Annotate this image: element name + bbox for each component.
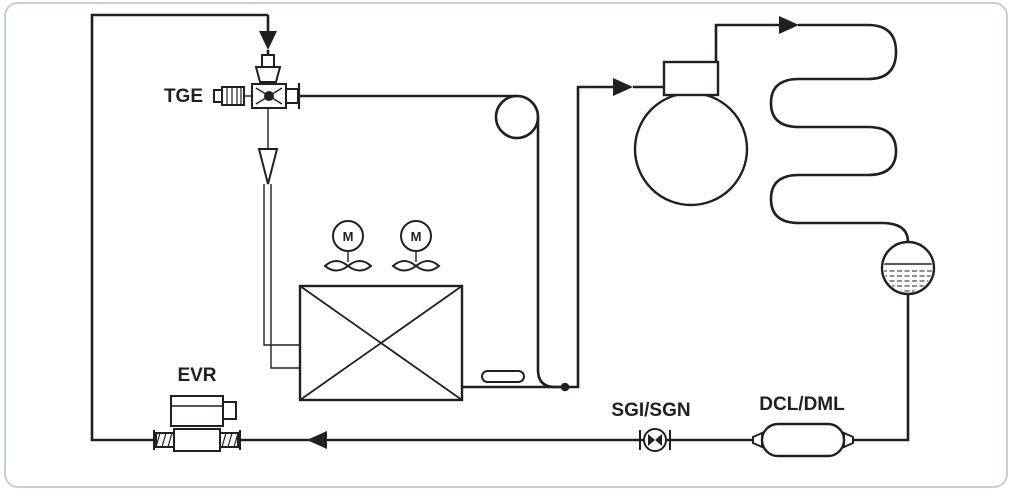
fan-motor-label: M: [343, 229, 354, 244]
sight-glass-bowtie-right: [655, 434, 662, 446]
flow-arrow-right2-icon: [779, 16, 799, 34]
flow-arrow-right-icon: [613, 78, 633, 96]
receiver-liquid: [884, 263, 932, 292]
expansion-valve-tge: [213, 54, 301, 369]
tge-emblem: [264, 91, 274, 101]
solenoid-valve-label: EVR: [177, 365, 216, 386]
evaporator-cross: [299, 285, 463, 401]
tge-stem: [261, 54, 275, 68]
sight-glass-bowtie-left: [648, 434, 655, 446]
fan-motor-label: M: [411, 229, 422, 244]
pipe-junction-dot: [560, 382, 570, 392]
evr-coil: [170, 395, 224, 427]
discharge-pipe: [714, 23, 779, 62]
compressor-shell: [633, 91, 749, 207]
sight-glass-label: SGI/SGN: [611, 400, 690, 421]
sight-glass: [639, 428, 671, 452]
evr-valve-body: [173, 428, 221, 452]
compressor: [633, 60, 749, 207]
tge-element-cone: [257, 148, 279, 185]
fan-unit-1: M: [323, 220, 373, 272]
fan-unit-2: M: [391, 220, 441, 272]
liquid-receiver: [880, 240, 936, 296]
drier-neck-right: [843, 431, 854, 449]
evr-nut-left-hatch: [155, 432, 173, 448]
evaporator: [298, 284, 464, 402]
fan-blades-icon: [323, 260, 373, 272]
tge-label: TGE: [164, 86, 203, 107]
solenoid-valve-evr: [153, 395, 241, 452]
evr-flanges: [153, 430, 241, 450]
filter-drier: [752, 422, 854, 458]
frame-border: [4, 2, 1008, 488]
sensor-bulb: [481, 370, 525, 383]
pipe-loop-coil: [494, 94, 540, 140]
evr-coil-connector: [222, 401, 237, 420]
compressor-head: [662, 60, 720, 97]
condenser-coil: [769, 23, 910, 243]
fan-blades-icon: [391, 260, 441, 272]
drier-body: [760, 422, 846, 458]
tge-right-port: [285, 88, 299, 104]
flow-arrow-down-icon: [259, 31, 277, 50]
loop-drop-pipe: [536, 117, 562, 389]
tge-knurl-hatch: [226, 87, 242, 105]
evr-nut-right-hatch: [221, 432, 239, 448]
distributor-tubes: [263, 184, 301, 369]
tge-bonnet: [254, 66, 282, 83]
filter-drier-label: DCL/DML: [759, 394, 845, 415]
drier-neck-left: [752, 431, 763, 449]
flow-arrow-left-icon: [307, 431, 327, 449]
tge-nut-end: [213, 89, 223, 103]
suction-line-pipe: [462, 85, 613, 389]
piping: [90, 13, 910, 449]
liquid-line-pipe: [90, 13, 910, 442]
sight-glass-flanges: [639, 430, 671, 450]
